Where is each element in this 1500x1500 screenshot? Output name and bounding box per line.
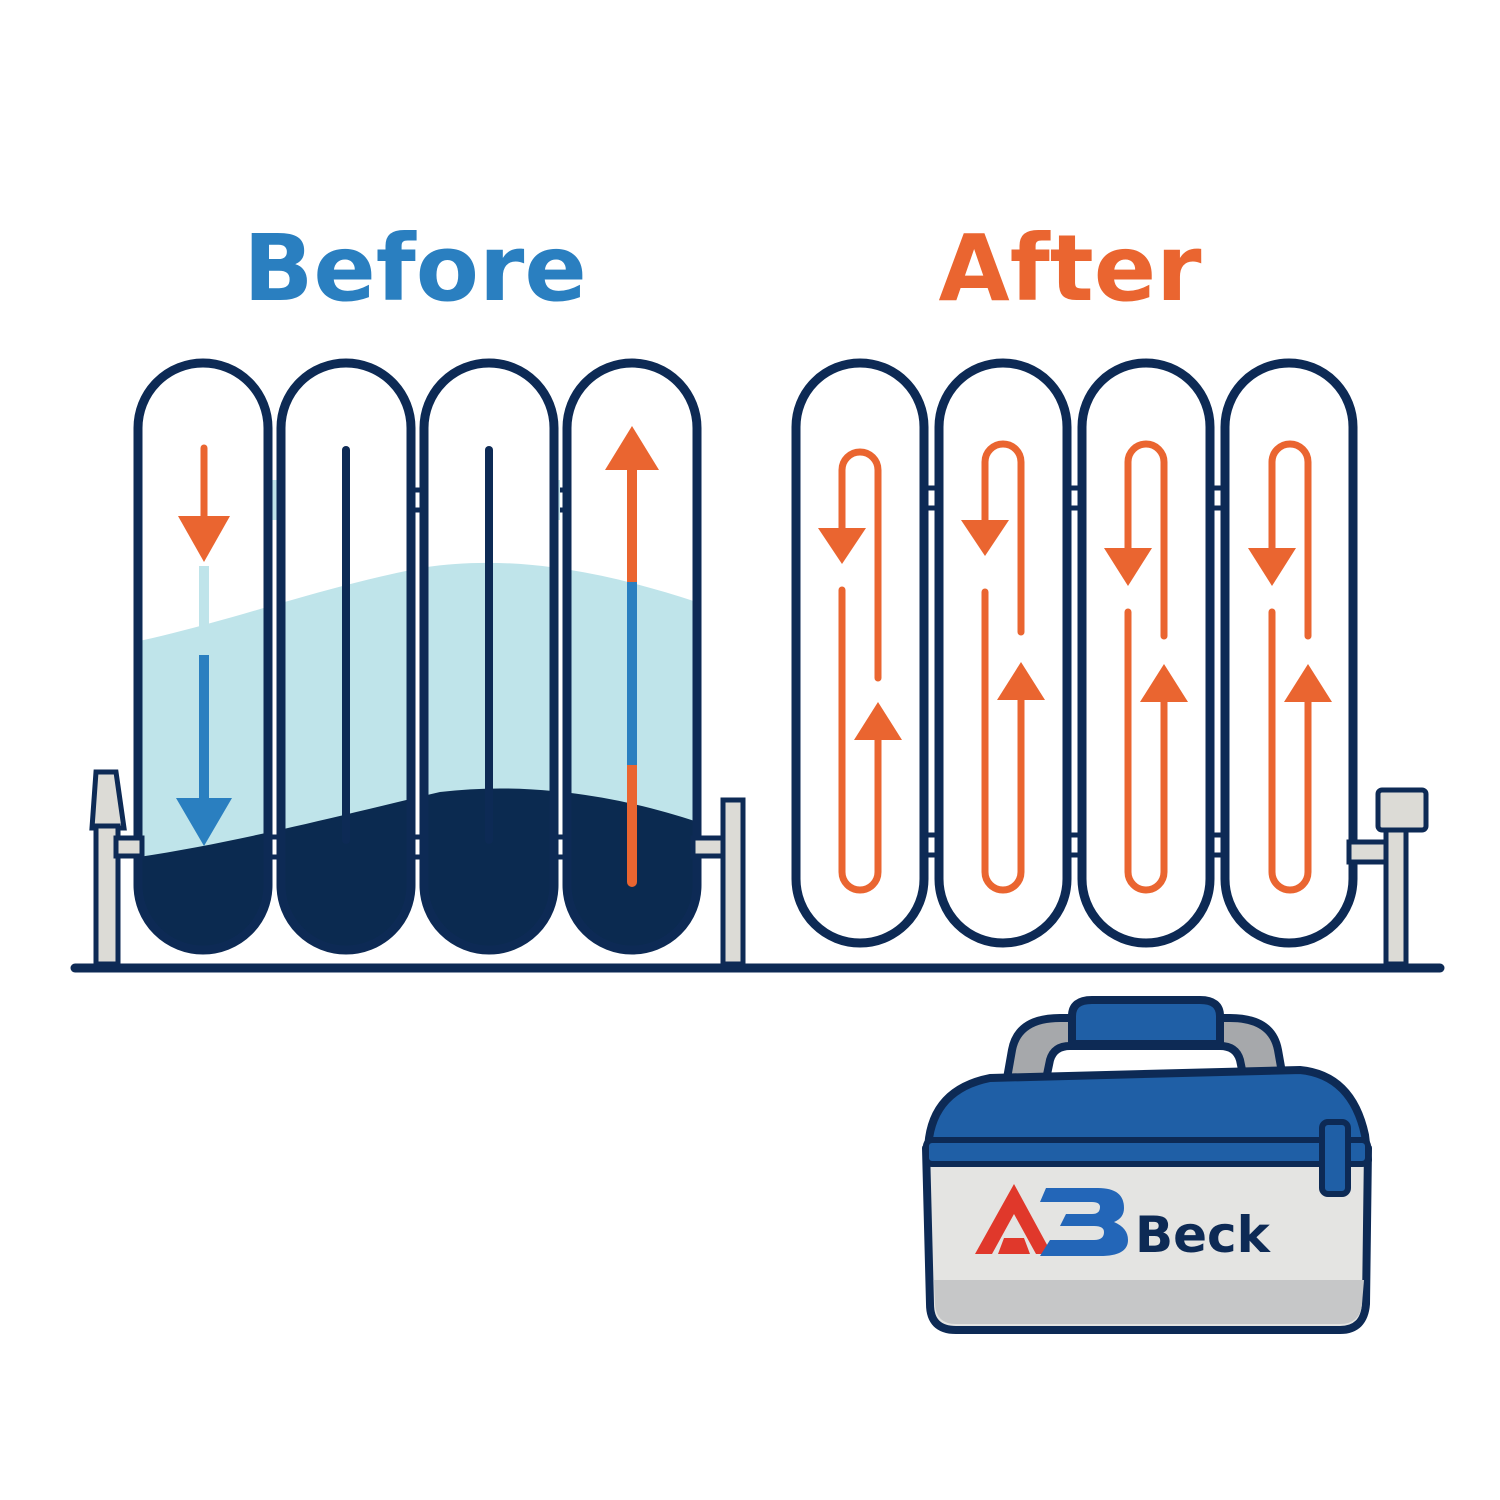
toolbox-latch	[1319, 1119, 1351, 1197]
after-radiator	[791, 358, 1429, 967]
before-heading: Before	[243, 215, 587, 322]
before-right-pipe	[690, 797, 746, 967]
arrow-down-icon	[176, 444, 232, 846]
after-column-1	[791, 358, 929, 948]
toolbox-body-shadow	[934, 1280, 1364, 1324]
circulation-loop-icon	[961, 440, 1045, 894]
circulation-loop-icon	[1248, 440, 1332, 894]
toolbox: Beck	[922, 996, 1372, 1334]
circulation-loop-icon	[818, 448, 902, 894]
beck-logo-icon	[975, 1184, 1128, 1256]
after-column-2	[934, 358, 1072, 948]
arrow-up-icon	[605, 426, 659, 887]
circulation-loop-icon	[1104, 440, 1188, 894]
toolbox-lid-band	[923, 1137, 1371, 1167]
after-heading: After	[939, 215, 1203, 322]
after-column-4	[1220, 358, 1358, 948]
after-column-3	[1077, 358, 1215, 948]
toolbox-brand-text: Beck	[1135, 1206, 1272, 1264]
toolbox-handle-grip	[1068, 996, 1224, 1048]
right-valve	[1346, 787, 1429, 967]
before-radiator	[89, 358, 746, 967]
left-valve	[89, 769, 145, 967]
